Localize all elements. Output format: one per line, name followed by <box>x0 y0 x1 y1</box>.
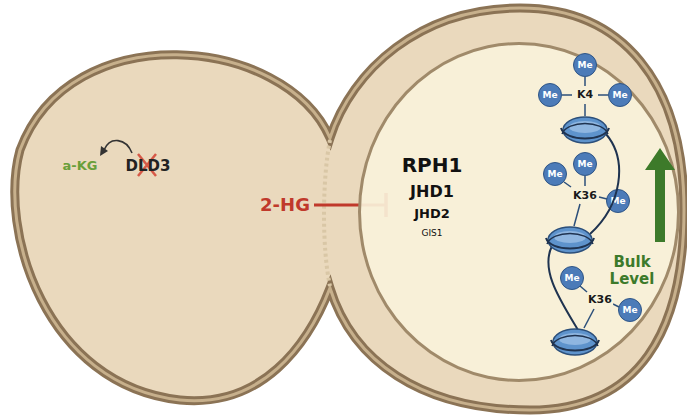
bud-neck <box>324 140 330 286</box>
demethylase-name: RPH1 <box>402 154 463 176</box>
arrow-head <box>100 146 108 156</box>
methyl-group: Me <box>538 83 562 107</box>
methyl-label: Me <box>564 274 579 283</box>
methyl-group: Me <box>573 152 597 176</box>
cell-wall <box>15 8 684 410</box>
methyl-label: Me <box>612 91 627 100</box>
methyl-group: Me <box>560 266 584 290</box>
demethylase-name: JHD1 <box>410 183 454 201</box>
methyl-group: Me <box>618 298 642 322</box>
label: DLD3 <box>126 158 171 175</box>
label: a-KG <box>63 159 98 173</box>
methyl-label: Me <box>610 197 625 206</box>
methyl-group: Me <box>608 83 632 107</box>
methyl-group: Me <box>606 189 630 213</box>
methyl-group: Me <box>543 162 567 186</box>
label: K36 <box>572 190 598 202</box>
nucleus: RPH1JHD1JHD2GIS1MeMeMeMeMeMeMeMe <box>358 42 680 382</box>
methyl-label: Me <box>577 61 592 70</box>
label: K36 <box>587 294 613 306</box>
label: 2-HG <box>260 195 310 215</box>
methyl-label: Me <box>577 160 592 169</box>
label: Bulk Level <box>607 254 657 287</box>
demethylase-name: JHD2 <box>414 207 450 221</box>
label: K4 <box>576 89 594 101</box>
methyl-group: Me <box>573 53 597 77</box>
conversion-arrow <box>104 141 132 153</box>
methyl-label: Me <box>547 170 562 179</box>
methyl-label: Me <box>622 306 637 315</box>
cell-membrane <box>15 8 684 410</box>
methyl-label: Me <box>542 91 557 100</box>
demethylase-name: GIS1 <box>421 229 442 239</box>
